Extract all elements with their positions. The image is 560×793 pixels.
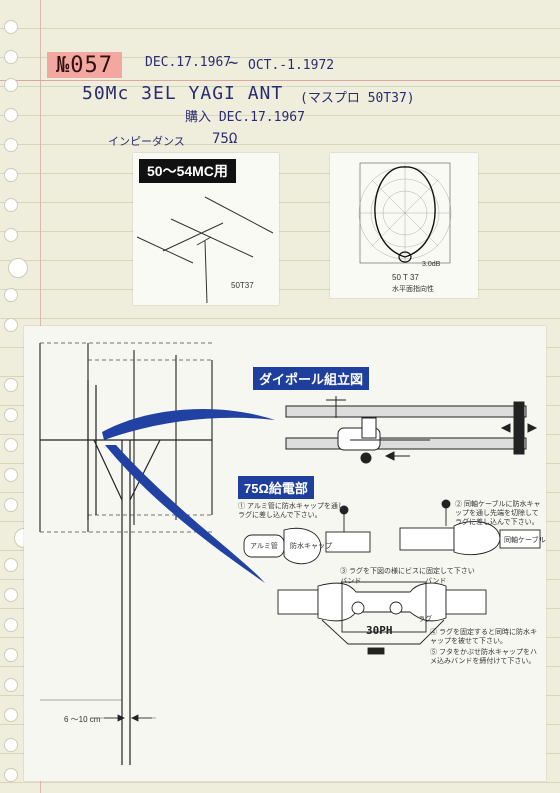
binder-hole [4, 618, 18, 632]
binder-hole [4, 708, 18, 722]
binder-hole [4, 318, 18, 332]
binder-hole [4, 738, 18, 752]
binder-hole [4, 678, 18, 692]
binder-hole [4, 228, 18, 242]
binder-hole [8, 258, 28, 278]
binder-hole [4, 438, 18, 452]
binder-hole [4, 198, 18, 212]
binder-hole [4, 558, 18, 572]
label-band-left: バンド [340, 578, 362, 585]
binder-hole [4, 468, 18, 482]
date-start: DEC.17.1967 [145, 55, 232, 70]
binder-hole [4, 78, 18, 92]
feed-step-5: ⑤ フタをかぶせ防水キャップをハメ込みバンドを締付けて下さい。 [430, 649, 537, 665]
binder-hole [4, 588, 18, 602]
antenna-title: 50Mc 3EL YAGI ANT [82, 83, 284, 104]
polar-r-label: 3.0dB [422, 261, 441, 268]
feed-step-2: ② 同軸ケーブルに防水キャップを通し先端を切除してラグに差し込んで下さい。 [455, 501, 541, 526]
feed-step-3: ③ ラグを下図の様にビスに固定して下さい [340, 568, 475, 575]
antenna-photo-card: 50～54MC用 50T37 [133, 153, 279, 305]
binder-hole [4, 50, 18, 64]
label-alum-pipe: アルミ管 [250, 543, 278, 550]
binder-hole [4, 378, 18, 392]
date-end: OCT.-1.1972 [248, 58, 335, 73]
binder-hole [4, 20, 18, 34]
mast-spacing-label: 6 ～10 cm [64, 715, 101, 724]
polar-pattern-chart [358, 162, 452, 264]
binder-hole [4, 498, 18, 512]
feed-step-1: ① アルミ管に防水キャップを通し ラグに差し込んで下さい。 [238, 503, 345, 519]
impedance-label: インピーダンス [108, 135, 185, 148]
binder-hole [4, 648, 18, 662]
polar-caption: 水平面指向性 [392, 286, 434, 293]
antenna-title-note: (マスプロ 50T37) [300, 91, 415, 106]
impedance-value: 75Ω [212, 131, 238, 147]
polar-model: 50 T 37 [392, 273, 419, 282]
binder-hole [4, 168, 18, 182]
band-tag: 50～54MC用 [139, 159, 236, 183]
binder-hole [4, 408, 18, 422]
binder-hole [4, 768, 18, 782]
label-band-right: バンド [425, 578, 447, 585]
dipole-assembly-tag: ダイポール組立図 [253, 367, 370, 390]
label-waterproof-cap: 防水キャップ [290, 543, 332, 550]
binder-hole [4, 138, 18, 152]
feed-step-4: ④ ラグを固定すると同時に防水キャップを被せて下さい。 [430, 629, 537, 645]
feed-part-tag: 75Ω給電部 [238, 476, 314, 499]
binder-hole [4, 108, 18, 122]
entry-number: №057 [56, 52, 113, 78]
binder-hole [4, 288, 18, 302]
date-separator: ~ [228, 53, 239, 73]
entry-number-badge: №057 [47, 52, 122, 78]
antenna-illustration [136, 196, 274, 304]
label-coax-cable: 同軸ケーブル [504, 537, 546, 544]
label-lug: ラグ [418, 616, 432, 623]
antenna-model: 50T37 [231, 281, 254, 290]
top-rule [0, 80, 560, 81]
polar-pattern-card: 3.0dB 50 T 37 水平面指向性 [330, 153, 478, 298]
handwritten-30ph: 30PH [366, 624, 393, 637]
purchase-date: 購入 DEC.17.1967 [185, 110, 305, 125]
